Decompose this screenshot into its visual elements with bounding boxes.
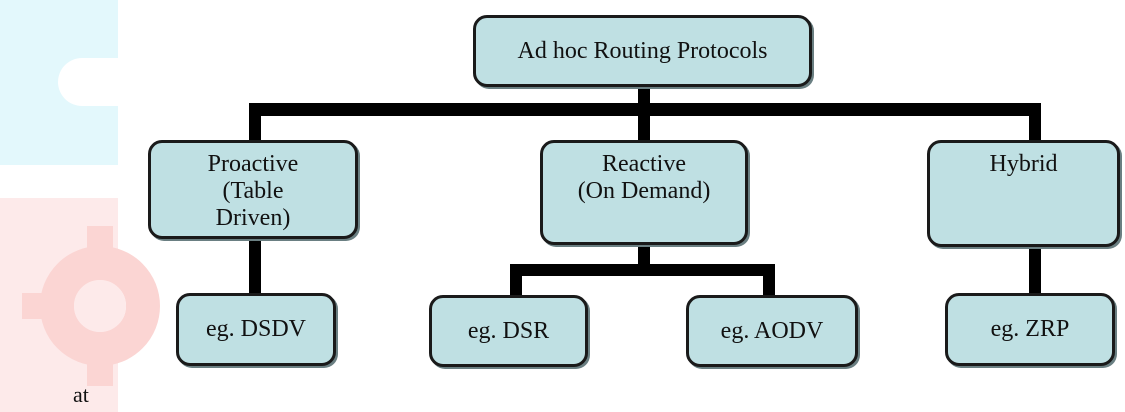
reactive-node: Reactive (On Demand)	[540, 140, 748, 245]
dsr-node-label: eg. DSR	[467, 317, 550, 344]
footer-text: at	[73, 382, 89, 407]
connector-dsr-up	[510, 264, 522, 298]
watermark-logo-top	[0, 0, 118, 165]
reactive-node-label: Reactive (On Demand)	[577, 151, 711, 204]
connector-hybrid-down	[1029, 244, 1041, 296]
zrp-node: eg. ZRP	[945, 293, 1115, 366]
dsdv-node: eg. DSDV	[176, 293, 336, 366]
watermark-gear-icon	[0, 198, 160, 412]
connector-aodv-up	[763, 264, 775, 298]
proactive-node: Proactive (Table Driven)	[148, 140, 358, 239]
connector-reactive-up	[638, 103, 650, 144]
root-node-label: Ad hoc Routing Protocols	[517, 37, 768, 64]
connector-reactive-horizontal	[510, 264, 775, 276]
proactive-node-label: Proactive (Table Driven)	[207, 151, 299, 231]
zrp-node-label: eg. ZRP	[990, 316, 1070, 342]
hybrid-node: Hybrid	[927, 140, 1120, 247]
connector-proactive-down	[249, 236, 261, 296]
aodv-node: eg. AODV	[686, 295, 858, 367]
connector-hybrid-up	[1029, 103, 1041, 144]
dsdv-node-label: eg. DSDV	[206, 316, 306, 342]
aodv-node-label: eg. AODV	[720, 317, 824, 344]
hybrid-node-label: Hybrid	[989, 151, 1058, 177]
connector-proactive-up	[249, 103, 261, 144]
root-node: Ad hoc Routing Protocols	[473, 15, 812, 87]
dsr-node: eg. DSR	[429, 295, 588, 367]
